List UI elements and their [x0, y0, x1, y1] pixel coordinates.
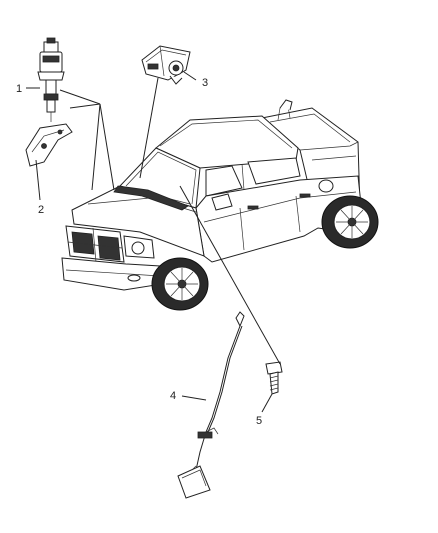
part-5-screw [265, 361, 283, 395]
part-4-cable-assembly [177, 311, 245, 499]
callouts: 1 2 3 4 5 [16, 77, 262, 427]
callout-3: 3 [202, 77, 208, 89]
callout-2: 2 [38, 204, 44, 216]
truck-illustration [61, 99, 379, 311]
callout-5: 5 [256, 415, 262, 427]
leader-lines [26, 71, 281, 413]
part-3-module [141, 45, 191, 85]
callout-4: 4 [170, 390, 176, 402]
part-1-sensor-assembly [37, 37, 65, 122]
part-2-bracket [25, 123, 73, 167]
callout-1: 1 [16, 83, 22, 95]
